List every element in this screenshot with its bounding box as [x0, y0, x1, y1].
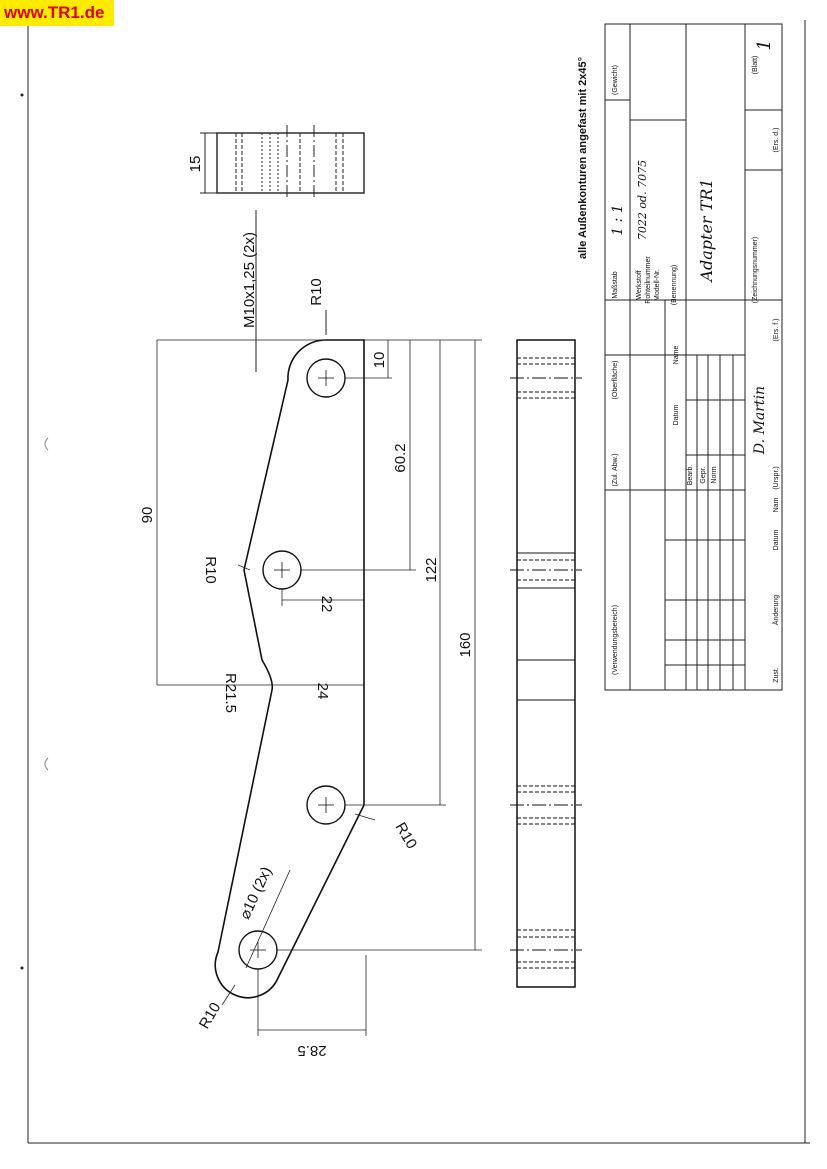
watermark-label: www.TR1.de	[0, 0, 114, 26]
tb-urspr: (Urspr.)	[773, 466, 780, 489]
dim-160: 160	[457, 632, 474, 657]
tb-ers-f: (Ers. f.)	[773, 319, 780, 342]
tb-zul-abw: (Zul. Abw.)	[612, 453, 619, 486]
dim-thickness: 15	[187, 156, 204, 173]
tb-blatt-label: (Blatt)	[752, 56, 759, 75]
dim-122: 122	[423, 557, 440, 582]
tb-aenderung: Änderung	[772, 595, 780, 625]
speck	[20, 966, 24, 970]
hole-punch-mark	[44, 757, 49, 771]
tb-datum: Datum	[773, 530, 780, 551]
tb-ers-d: (Ers. d.)	[773, 128, 780, 153]
part-outline	[214, 339, 365, 999]
hole-centers	[250, 370, 334, 958]
thickness-view	[200, 125, 365, 200]
tb-verwendung: (Verwendungsbereich)	[612, 605, 619, 675]
tb-gewicht: (Gewicht)	[612, 65, 619, 95]
dim-28: 28.5	[297, 1042, 326, 1059]
tb-name-hdr: Name	[673, 346, 680, 365]
dim-r-bottom: R10	[196, 1000, 224, 1032]
dim-r-top: R10	[308, 278, 325, 306]
tb-massstab-value: 1 : 1	[610, 204, 626, 235]
dim-thread: M10x1,25 (2x)	[241, 232, 258, 328]
tb-zust: Zust.	[773, 667, 780, 683]
tb-zeichnungsnummer: (Zeichnungsnummer)	[752, 237, 759, 304]
tb-oberflaeche: (Oberfläche)	[612, 361, 619, 400]
dim-22: 22	[318, 596, 335, 613]
dim-60: 60.2	[392, 443, 409, 472]
speck	[20, 93, 24, 97]
dim-r-lower: R10	[392, 820, 420, 852]
tb-nam: Nam	[773, 497, 780, 512]
tb-datum-hdr: Datum	[673, 405, 680, 426]
tb-norm: Norm	[711, 466, 718, 483]
tb-benennung-label: (Benennung)	[671, 265, 678, 305]
chamfer-note: alle Außenkonturen angefast mit 2x45°	[577, 57, 589, 259]
signature: D. Martin	[752, 386, 768, 455]
dimension-lines	[156, 339, 482, 1036]
title-block	[604, 23, 783, 691]
dim-90: 90	[139, 507, 156, 524]
hole-punch-mark	[44, 437, 49, 451]
tb-bearb: Bearb.	[687, 465, 694, 486]
dim-bore: ⌀10 (2x)	[236, 864, 275, 922]
dim-r21: R21.5	[222, 673, 239, 713]
dim-r-mid: R10	[202, 556, 219, 584]
tb-werkstoff-value: 7022 od. 7075	[636, 160, 649, 240]
tb-werkstoff-label3: Modell-Nr.	[654, 269, 661, 301]
tb-benennung-value: Adapter TR1	[697, 178, 716, 283]
tb-massstab-label: Maßstab	[612, 271, 619, 298]
tb-werkstoff-label: Werkstoff	[636, 270, 643, 299]
dim-24: 24	[314, 683, 331, 700]
side-view	[510, 339, 582, 988]
tb-werkstoff-label2: Rohteilnummer	[645, 256, 652, 304]
tb-blatt-value: 1	[754, 39, 775, 50]
tb-gepr: Gepr.	[700, 466, 707, 483]
dim-10: 10	[371, 352, 388, 369]
